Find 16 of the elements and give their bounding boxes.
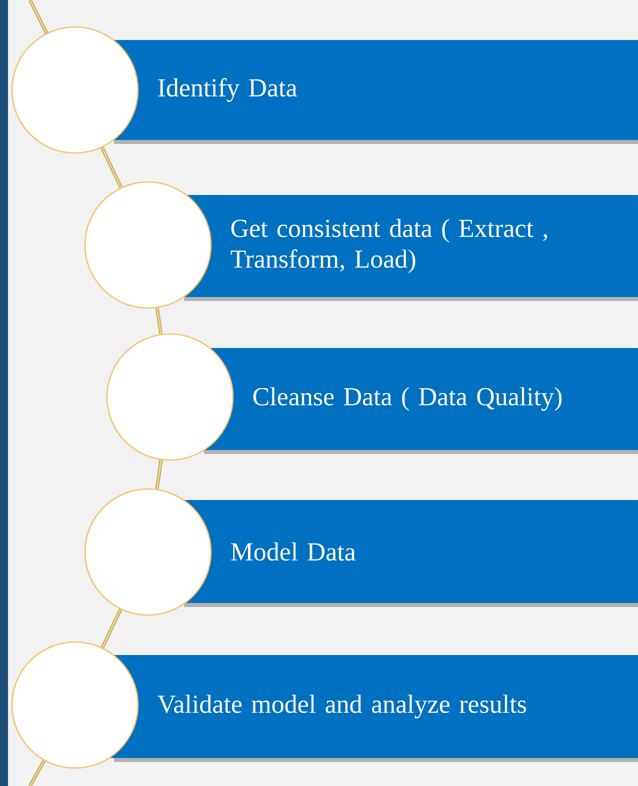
step-band: Identify Data	[110, 40, 638, 144]
rope-line	[100, 146, 122, 188]
rope-line	[28, 760, 46, 786]
step-band: Cleanse Data ( Data Quality)	[200, 348, 638, 454]
step-circle	[11, 26, 139, 154]
step-circle	[84, 181, 212, 309]
step-band: Get consistent data ( Extract , Transform, Load)	[180, 195, 638, 301]
step-circle	[106, 333, 234, 461]
step-band: Validate model and analyze results	[110, 655, 638, 762]
rope-line	[100, 608, 122, 648]
rope-line	[155, 308, 163, 334]
step-circle	[84, 488, 212, 616]
rope-line	[155, 460, 163, 490]
rope-line	[28, 0, 48, 34]
step-band: Model Data	[180, 500, 638, 607]
step-circle	[11, 641, 139, 769]
